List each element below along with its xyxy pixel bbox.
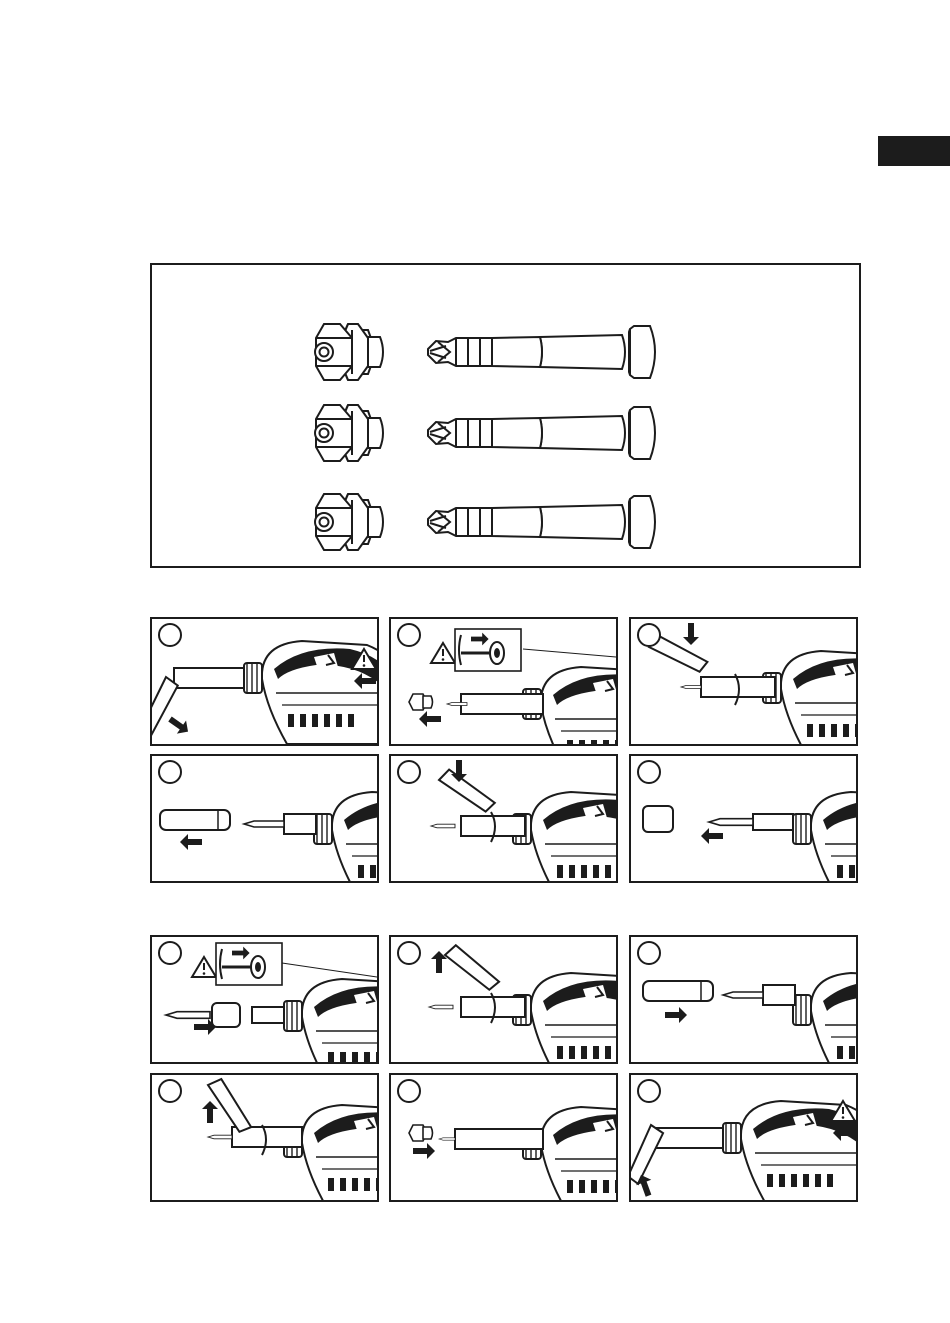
step-number-circle: [637, 623, 661, 647]
step-number-circle: [637, 941, 661, 965]
step-number-circle: [158, 1079, 182, 1103]
push-nut-on-icon: [391, 1075, 618, 1202]
step-panel-10: [150, 1073, 379, 1202]
step-number-circle: [397, 1079, 421, 1103]
pull-sleeve-off-icon: [152, 756, 379, 883]
pull-cap-off-icon: [631, 756, 858, 883]
accessory-set-2: [315, 405, 655, 461]
step-panel-2: [389, 617, 618, 746]
step-panel-11: [389, 1073, 618, 1202]
step-number-circle: [158, 760, 182, 784]
press-handle-icon: [391, 756, 618, 883]
accessory-set-3: [315, 494, 655, 550]
pull-nut-off-icon: [391, 619, 618, 746]
step-number-circle: [158, 941, 182, 965]
push-sleeve-on-icon: [631, 937, 858, 1064]
step-panel-8: [389, 935, 618, 1064]
step-panel-4: [150, 754, 379, 883]
step-number-circle: [637, 1079, 661, 1103]
accessory-set-1: [315, 324, 655, 380]
step-panel-12: [629, 1073, 858, 1202]
step-panel-1: [150, 617, 379, 746]
section-tab: [878, 136, 950, 166]
step-panel-3: [629, 617, 858, 746]
step-number-circle: [637, 760, 661, 784]
step-panel-6: [629, 754, 858, 883]
rotate-handle-down-icon: [152, 619, 379, 746]
accessory-overview-box: [150, 263, 861, 568]
step-panel-5: [389, 754, 618, 883]
press-handle-icon: [631, 619, 858, 746]
step-panel-9: [629, 935, 858, 1064]
step-panel-7: [150, 935, 379, 1064]
step-number-circle: [397, 941, 421, 965]
step-number-circle: [397, 623, 421, 647]
step-number-circle: [397, 760, 421, 784]
push-cap-on-icon: [152, 937, 379, 1064]
step-number-circle: [158, 623, 182, 647]
lift-handle-icon: [152, 1075, 379, 1202]
nut-and-bit-sets-illustration: [152, 265, 863, 570]
lift-handle-icon: [391, 937, 618, 1064]
rotate-handle-up-icon: [631, 1075, 858, 1202]
